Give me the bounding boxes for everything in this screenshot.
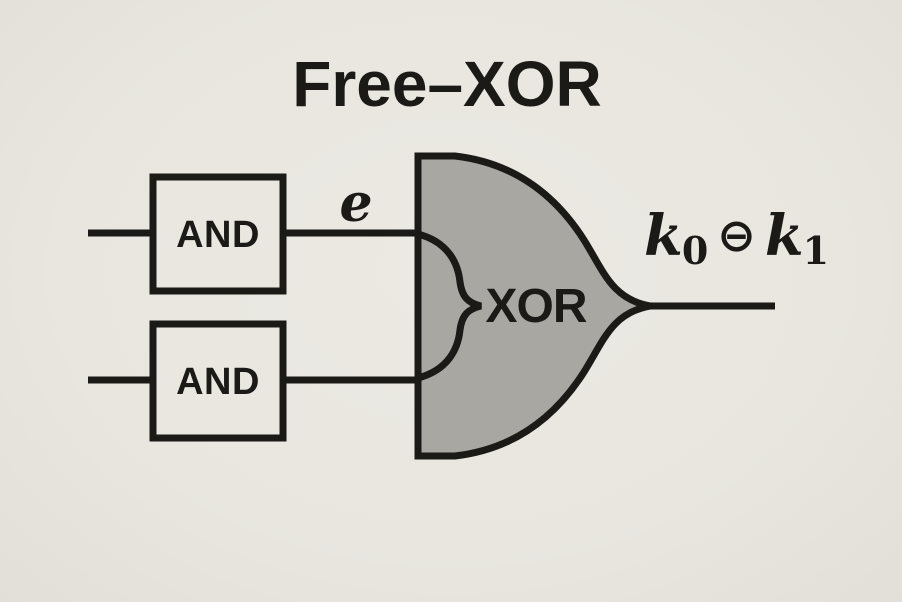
and-gate-top-label: AND: [176, 214, 260, 256]
xor-gate-input-brace: [416, 230, 482, 382]
and-gate-bottom-box: [149, 320, 287, 442]
and-gate-top-box: [149, 173, 287, 295]
xor-gate-label: XOR: [485, 280, 586, 333]
output-k0-subscript: 0: [682, 228, 708, 273]
output-key-label: k0⊖k1: [644, 203, 829, 273]
diagram-title: Free–XOR: [292, 48, 601, 120]
output-k0-base: k: [644, 203, 683, 269]
output-k1-subscript: 1: [803, 228, 829, 273]
signal-e-label: e: [339, 173, 372, 234]
and-gate-bottom-label: AND: [176, 361, 260, 403]
circled-minus-icon: ⊖: [717, 208, 756, 262]
output-k1-base: k: [765, 203, 804, 269]
